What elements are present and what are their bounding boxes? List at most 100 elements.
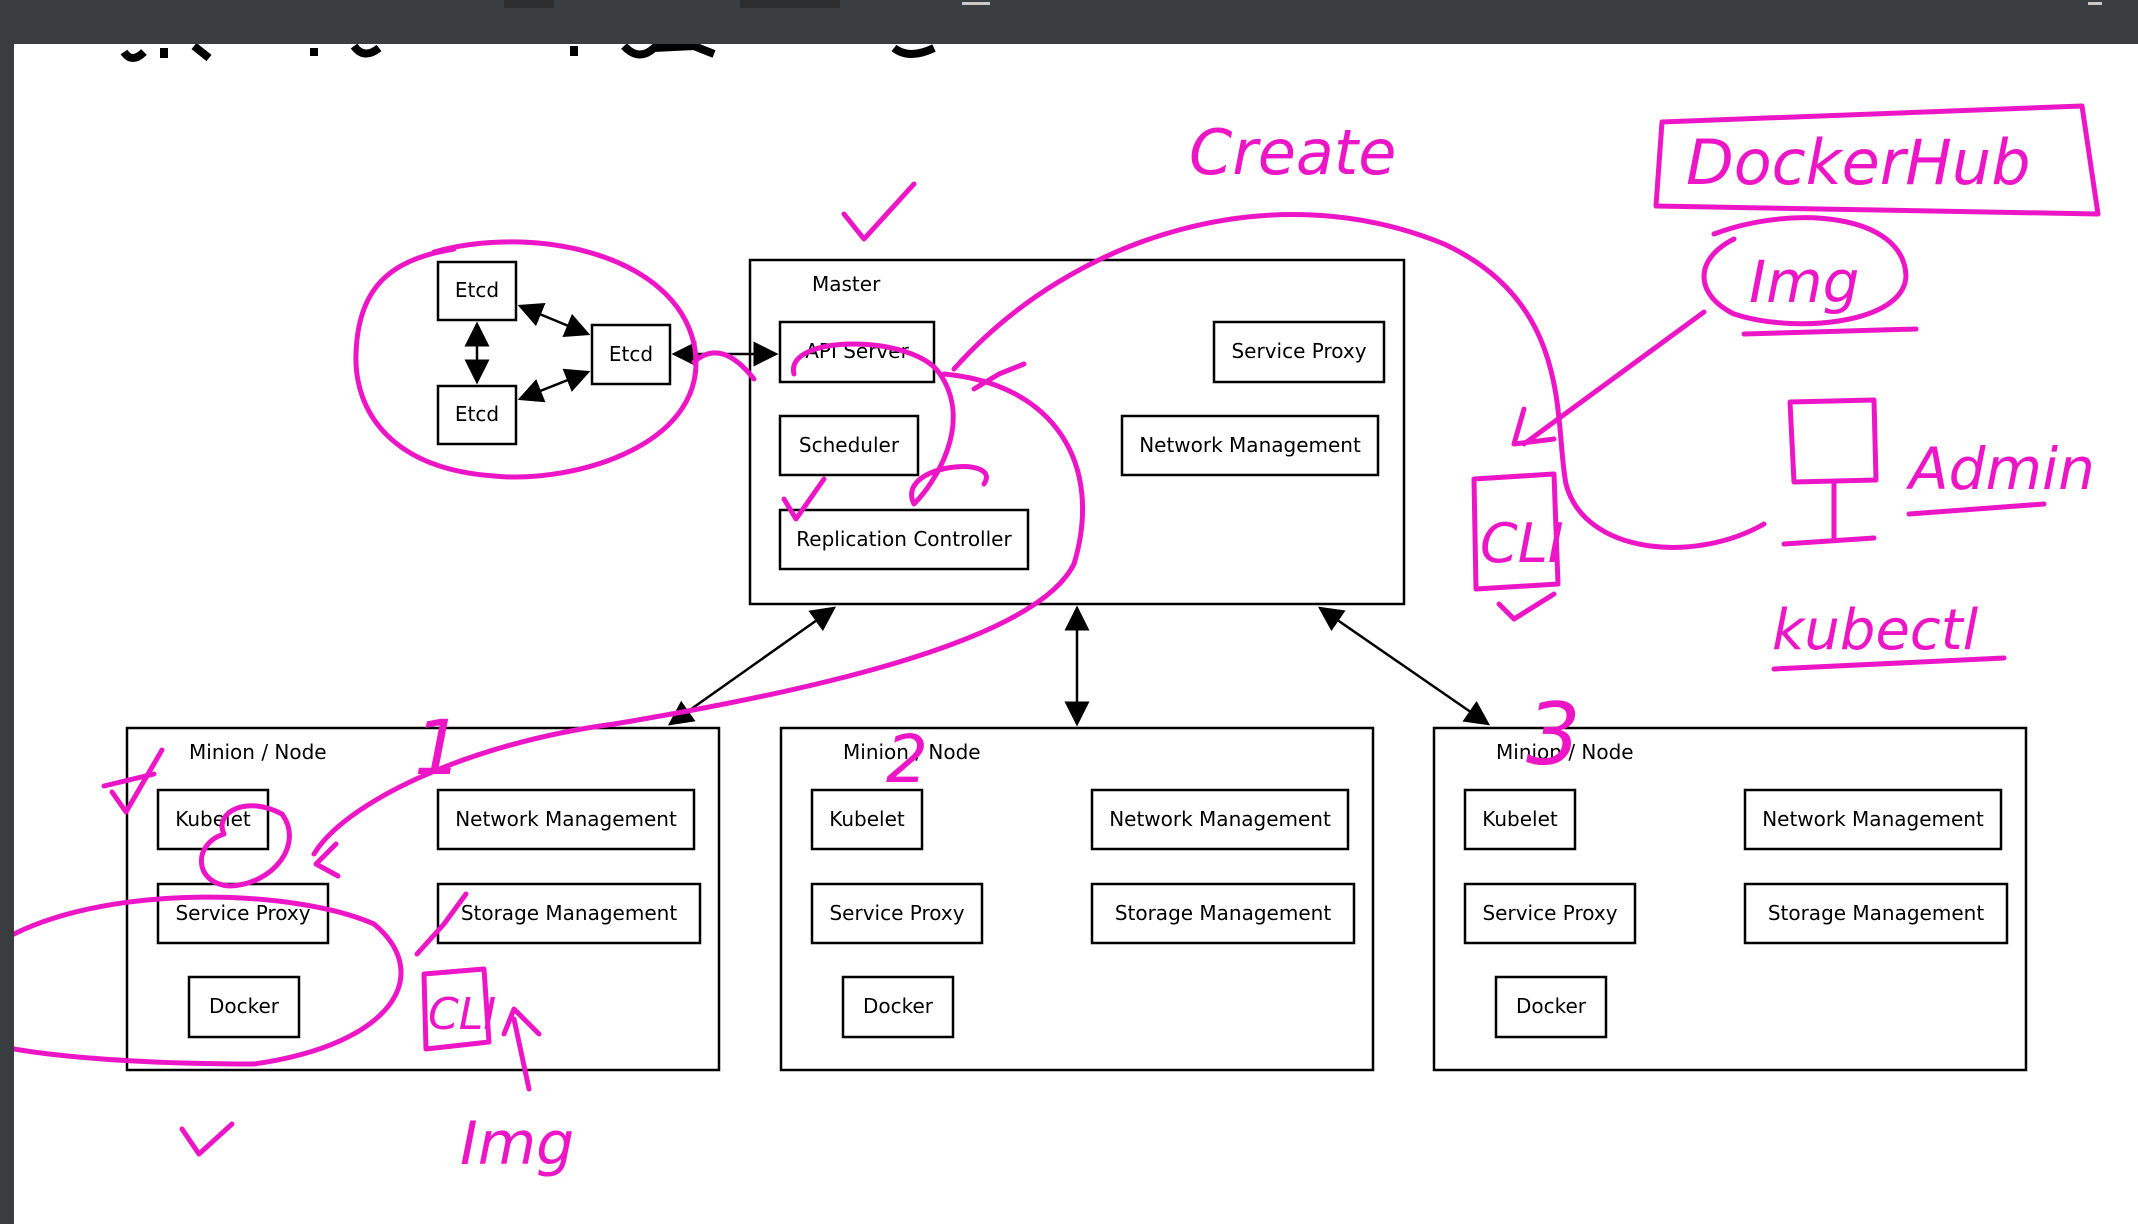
minion2-network-management-box[interactable] xyxy=(1090,788,1350,851)
master-title: Master xyxy=(812,272,881,296)
master-network-management-box[interactable] xyxy=(1120,414,1380,477)
minion2-kubelet-label: Kubelet xyxy=(829,807,905,831)
annotation-img-top: Img xyxy=(1749,248,1859,316)
minion3-network-management-label: Network Management xyxy=(1762,807,1984,831)
dockerhub-box-scribble xyxy=(1653,103,2101,217)
minion-node-2: Minion / Node Kubelet Service Proxy Dock… xyxy=(779,726,1375,1072)
etcd-cluster: Etcd Etcd Etcd xyxy=(436,260,779,446)
annotation-number-3: 3 xyxy=(1526,685,1581,785)
api-kubelet-path-scribble xyxy=(311,341,1085,857)
minion2-network-management-label: Network Management xyxy=(1109,807,1331,831)
minion3-service-proxy-box[interactable] xyxy=(1463,882,1637,945)
handwritten-text: Create DockerHub Img Admin kubectl CLI C… xyxy=(414,116,2095,1179)
toolbar-glyph xyxy=(962,2,990,5)
master-service-proxy-box[interactable] xyxy=(1212,320,1386,384)
api-check-scribble xyxy=(971,361,1027,392)
img-to-cli-arrow-bottom xyxy=(501,1006,542,1092)
master-minion1-link xyxy=(667,606,837,726)
minion3-kubelet-label: Kubelet xyxy=(1482,807,1558,831)
minion2-docker-label: Docker xyxy=(863,994,934,1018)
annotation-img-bottom: Img xyxy=(460,1109,574,1179)
etcd-circle-scribble xyxy=(353,239,699,480)
img-oval-scribble xyxy=(1701,215,1909,327)
etcd-box-1[interactable] xyxy=(436,260,518,322)
minion3-network-management-box[interactable] xyxy=(1743,788,2003,851)
minion3-frame xyxy=(1432,726,2028,1072)
etcd-link-lower xyxy=(517,368,591,403)
minion2-kubelet-box[interactable] xyxy=(810,788,924,851)
scheduler-label: Scheduler xyxy=(799,433,900,457)
minion2-docker-box[interactable] xyxy=(841,975,955,1039)
scheduler-box[interactable] xyxy=(778,414,920,477)
etcd-label-3: Etcd xyxy=(455,402,499,426)
kubectl-underline-scribble xyxy=(1771,655,2007,672)
etcd-api-scribble xyxy=(691,350,757,382)
replication-controller-label: Replication Controller xyxy=(796,527,1012,551)
minion1-bottom-check-scribble xyxy=(179,1121,235,1157)
etcd-link-upper xyxy=(517,303,591,337)
master-node: Master API Server Scheduler Replication … xyxy=(748,258,1406,606)
minion2-storage-management-box[interactable] xyxy=(1090,882,1356,945)
window-top-bar xyxy=(0,0,2138,44)
cli-bottom-check-scribble xyxy=(414,891,469,957)
master-service-proxy-label: Service Proxy xyxy=(1231,339,1366,363)
architecture-diagram: Etcd Etcd Etcd Master API Server Schedul… xyxy=(14,44,2101,1179)
cli-bottom-box-scribble xyxy=(421,966,492,1052)
etcd-box-3[interactable] xyxy=(436,384,518,446)
master-minion3-link xyxy=(1317,606,1491,726)
minion1-docker-label: Docker xyxy=(209,994,280,1018)
minion2-frame xyxy=(779,726,1375,1072)
minion2-storage-management-label: Storage Management xyxy=(1115,901,1332,925)
create-curve-scribble xyxy=(951,212,1767,550)
minion1-check-scribble xyxy=(109,747,165,815)
annotation-create: Create xyxy=(1189,116,1396,189)
handwritten-annotations xyxy=(14,103,2101,1157)
cut-off-title xyxy=(120,44,212,62)
master-network-management-label: Network Management xyxy=(1139,433,1361,457)
minion1-docker-box[interactable] xyxy=(187,975,301,1039)
minion1-network-management-label: Network Management xyxy=(455,807,677,831)
minion1-network-management-box[interactable] xyxy=(436,788,696,851)
minion1-storage-management-box[interactable] xyxy=(436,882,702,945)
annotation-number-1: 1 xyxy=(414,703,462,792)
master-check-scribble xyxy=(841,181,917,242)
annotation-dockerhub: DockerHub xyxy=(1686,126,2031,199)
cli-right-box-scribble xyxy=(1471,471,1561,592)
master-frame xyxy=(748,258,1406,606)
toolbar-glyph xyxy=(2088,2,2102,5)
annotation-admin: Admin xyxy=(1905,435,2095,503)
minion3-storage-management-box[interactable] xyxy=(1743,882,2009,945)
minion-node-3: Minion / Node Kubelet Service Proxy Dock… xyxy=(1432,726,2028,1072)
etcd-box-2[interactable] xyxy=(590,323,672,386)
scheduler-check-scribble xyxy=(781,476,827,522)
img-to-cli-arrow xyxy=(1511,309,1707,447)
etcd-label-1: Etcd xyxy=(455,278,499,302)
minion3-docker-box[interactable] xyxy=(1494,975,1608,1039)
minion3-kubelet-box[interactable] xyxy=(1463,788,1577,851)
toolbar-tab[interactable] xyxy=(740,0,840,8)
minion2-title: Minion / Node xyxy=(843,740,981,764)
slide-canvas: Etcd Etcd Etcd Master API Server Schedul… xyxy=(14,44,2138,1224)
annotation-kubectl: kubectl xyxy=(1772,598,1979,663)
minion1-service-proxy-label: Service Proxy xyxy=(175,901,310,925)
minion1-frame xyxy=(125,726,721,1072)
annotation-cli-bottom: CLI xyxy=(428,989,496,1040)
replication-controller-box[interactable] xyxy=(778,508,1030,571)
etcd-label-2: Etcd xyxy=(609,342,653,366)
minion1-title: Minion / Node xyxy=(189,740,327,764)
minion3-storage-management-label: Storage Management xyxy=(1768,901,1985,925)
minion2-service-proxy-box[interactable] xyxy=(810,882,984,945)
minion1-storage-management-label: Storage Management xyxy=(461,901,678,925)
cut-off-title-fragment xyxy=(310,44,936,59)
minion1-check-scribble-2 xyxy=(101,771,157,789)
cli-right-check-scribble xyxy=(1496,591,1557,622)
admin-underline-scribble xyxy=(1906,501,2047,517)
minion3-docker-label: Docker xyxy=(1516,994,1587,1018)
kubelet-arrowhead-scribble xyxy=(313,841,341,879)
minion3-service-proxy-label: Service Proxy xyxy=(1482,901,1617,925)
kubelet-circle-scribble xyxy=(198,803,292,889)
toolbar-tab[interactable] xyxy=(504,0,554,8)
node-components-loop-scribble xyxy=(14,894,404,1067)
img-underline-scribble xyxy=(1741,326,1919,337)
minion3-title: Minion / Node xyxy=(1496,740,1634,764)
